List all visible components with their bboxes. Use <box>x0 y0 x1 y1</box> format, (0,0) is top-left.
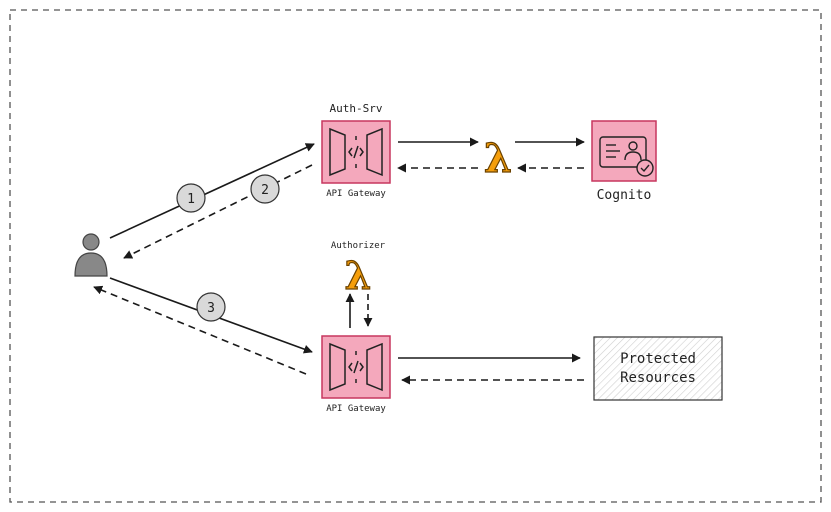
auth-gateway-label: API Gateway <box>326 189 386 199</box>
arrow-auth-gateway-to-user <box>123 164 313 259</box>
step-label-3: 3 <box>207 301 215 316</box>
protected-resources-line2: Resources <box>620 370 696 386</box>
cognito-identity-icon <box>599 136 654 177</box>
arrow-resource-gateway-to-user <box>93 285 307 375</box>
step-label-2: 2 <box>261 183 269 198</box>
step-label-1: 1 <box>187 192 195 207</box>
step-marker-3: 3 <box>196 292 226 322</box>
auth-api-gateway <box>321 120 391 184</box>
resource-api-gateway <box>321 335 391 399</box>
lambda-icon: λ <box>345 253 372 298</box>
cognito-label: Cognito <box>597 188 652 203</box>
step-marker-2: 2 <box>250 174 280 204</box>
api-gateway-icon <box>329 127 383 177</box>
api-gateway-icon <box>329 342 383 392</box>
resource-gateway-label: API Gateway <box>326 404 386 414</box>
step-marker-1: 1 <box>176 183 206 213</box>
authorizer-title: Authorizer <box>331 241 386 251</box>
auth-lambda: λ <box>483 134 512 182</box>
diagram-frame <box>9 9 822 503</box>
protected-resources-box: Protected Resources <box>593 336 723 401</box>
cognito-service <box>591 120 657 182</box>
protected-resources-line1: Protected <box>620 351 696 367</box>
auth-gateway-title: Auth-Srv <box>330 102 383 115</box>
authorizer-lambda: λ <box>344 252 372 298</box>
arrow-user-to-auth-gateway <box>109 143 315 239</box>
user-icon <box>74 233 108 277</box>
lambda-icon: λ <box>484 135 512 182</box>
